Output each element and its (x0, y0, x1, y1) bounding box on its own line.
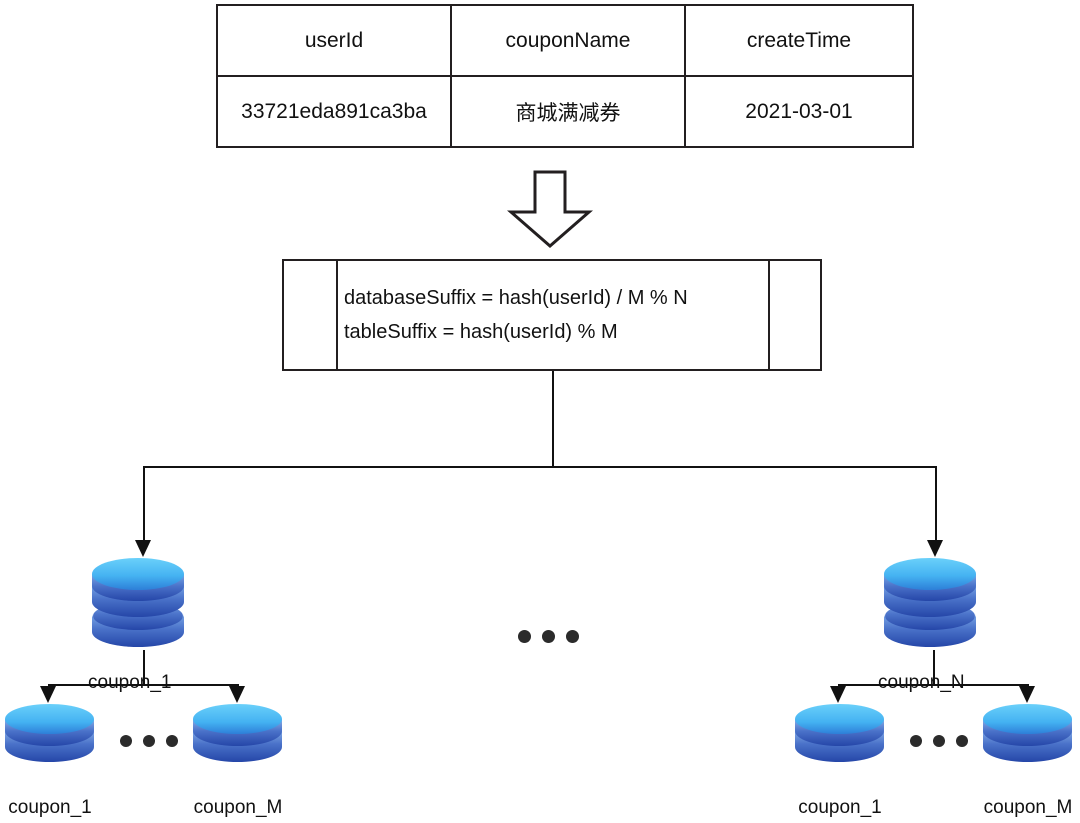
table-left-first-label: coupon_1 (8, 797, 92, 818)
connector-left-drop (143, 466, 145, 542)
database-node-left-icon (92, 558, 184, 647)
formula-box-left-divider (336, 261, 338, 369)
formula-line-database-suffix: databaseSuffix = hash(userId) / M % N (344, 287, 688, 309)
connector-right-db-stem (933, 650, 935, 686)
table-left-ellipsis (120, 735, 178, 747)
connector-left-table-bar (48, 684, 238, 686)
database-node-right-icon (884, 558, 976, 647)
arrowhead-right-table-1 (830, 686, 846, 703)
table-right-last-label: coupon_M (983, 797, 1073, 818)
arrowhead-left-table-1 (40, 686, 56, 703)
formula-box-right-divider (768, 261, 770, 369)
connector-right-drop (935, 466, 937, 542)
coupon-record-table: userId couponName createTime 33721eda891… (216, 4, 914, 148)
connector-right-table-bar (838, 684, 1028, 686)
table-right-first-icon (795, 704, 884, 762)
table-left-first-icon (5, 704, 94, 762)
table-left-last-icon (193, 704, 282, 762)
connector-formula-stem (552, 371, 554, 467)
table-row: 33721eda891ca3ba 商城满减券 2021-03-01 (216, 75, 914, 148)
table-right-ellipsis (910, 735, 968, 747)
down-block-arrow-icon (506, 170, 594, 248)
formula-line-table-suffix: tableSuffix = hash(userId) % M (344, 321, 618, 343)
formula-text-group: databaseSuffix = hash(userId) / M % N ta… (338, 261, 768, 369)
arrowhead-left-database (135, 540, 151, 557)
sharding-formula-box: databaseSuffix = hash(userId) / M % N ta… (282, 259, 822, 371)
cell-userid: 33721eda891ca3ba (216, 75, 452, 148)
table-right-last-icon (983, 704, 1072, 762)
column-header-createtime: createTime (684, 4, 914, 77)
arrowhead-left-table-2 (229, 686, 245, 703)
table-right-first-label: coupon_1 (798, 797, 882, 818)
column-header-userid: userId (216, 4, 452, 77)
table-header-row: userId couponName createTime (216, 4, 914, 77)
table-left-last-label: coupon_M (193, 797, 283, 818)
cell-couponname: 商城满减券 (450, 75, 686, 148)
connector-split-bar (143, 466, 937, 468)
branch-label-left-database: coupon_1 (88, 672, 172, 693)
arrowhead-right-database (927, 540, 943, 557)
arrowhead-right-table-2 (1019, 686, 1035, 703)
database-ellipsis (518, 630, 579, 643)
branch-label-right-database: coupon_N (878, 672, 965, 693)
connector-left-db-stem (143, 650, 145, 686)
column-header-couponname: couponName (450, 4, 686, 77)
cell-createtime: 2021-03-01 (684, 75, 914, 148)
